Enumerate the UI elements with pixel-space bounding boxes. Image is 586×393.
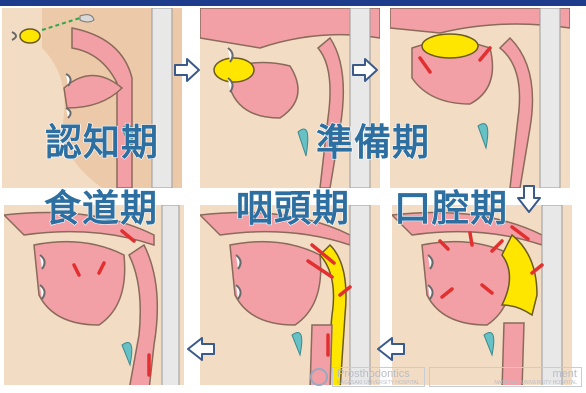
stage-label-preparatory: 準備期 [316,124,430,161]
arrow-down-icon [516,184,542,214]
footer-hospital: NAGASAKI UNIVERSITY HOSPITAL [337,380,420,386]
footer-dept: Prosthodontics [337,369,420,380]
food-bolus-icon [214,58,254,82]
footer-watermark: Prosthodontics NAGASAKI UNIVERSITY HOSPI… [310,366,582,388]
red-arrow-icon [470,233,472,245]
footer-box-2: ment NAGASAKI UNIVERSITY HOSPITAL [429,367,582,387]
panel-pharyngeal [200,205,380,385]
arrow-left-icon [376,336,406,362]
panel-esophageal [4,205,184,385]
footer-dept-2: ment [553,369,577,380]
arrow-left-icon [186,336,216,362]
stage-label-oral: 口腔期 [394,190,508,227]
food-bolus-icon [422,34,478,58]
top-banner [0,0,586,6]
arrow-right-icon [173,57,201,83]
panel-oral-bottom [392,205,572,385]
footer-box-1: Prosthodontics NAGASAKI UNIVERSITY HOSPI… [332,367,425,387]
food-bolus-icon [20,29,40,43]
stage-label-pharyngeal: 咽頭期 [236,190,350,227]
stage-label-cognitive: 認知期 [45,124,159,161]
arrow-right-icon [351,57,379,83]
university-logo-icon [310,368,328,386]
footer-hospital-2: NAGASAKI UNIVERSITY HOSPITAL [494,380,577,386]
stage-label-esophageal: 食道期 [44,190,158,227]
